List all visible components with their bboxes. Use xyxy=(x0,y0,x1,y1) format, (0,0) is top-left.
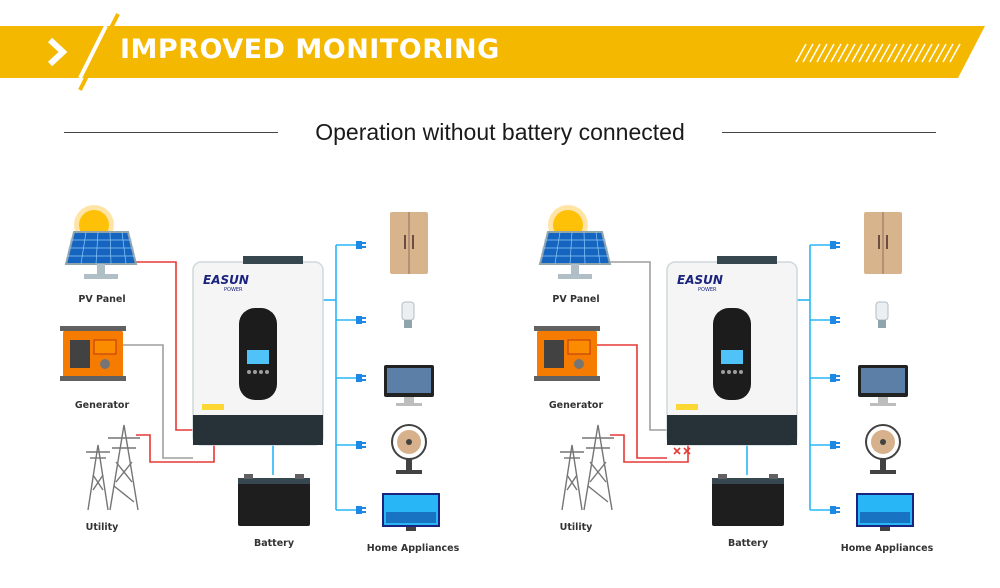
inverter-icon: EASUN POWER xyxy=(666,256,798,446)
fan-icon xyxy=(391,424,427,474)
plug-icon xyxy=(356,241,366,514)
battery-icon xyxy=(238,474,310,526)
inverter-icon: EASUN POWER xyxy=(192,256,324,446)
plug-icon xyxy=(830,241,840,514)
solar-panel-icon xyxy=(64,231,138,279)
brand-sub-logo: POWER xyxy=(698,287,717,293)
system-diagram: EASUN POWER xyxy=(534,205,914,531)
generator-icon xyxy=(534,326,600,381)
light-bulb-icon xyxy=(875,301,889,328)
banner-bar xyxy=(0,26,985,78)
solar-panel-icon xyxy=(538,231,612,279)
diagram-panel-right: EASUN POWER xyxy=(492,190,962,570)
battery-icon xyxy=(712,474,784,526)
tv-icon xyxy=(856,493,914,531)
banner-slash xyxy=(78,13,120,91)
brand-logo: EASUN xyxy=(203,273,249,287)
banner-title: IMPROVED MONITORING xyxy=(120,34,500,65)
banner-slash-inner xyxy=(78,25,108,79)
label-utility: Utility xyxy=(85,522,119,533)
label-battery: Battery xyxy=(253,538,295,549)
power-tower-icon xyxy=(86,424,140,511)
hatch-decoration xyxy=(795,43,961,63)
label-battery: Battery xyxy=(727,538,769,549)
diagram-panel-left: EASUN POWER xyxy=(18,190,488,570)
header-banner: IMPROVED MONITORING xyxy=(0,0,1000,92)
label-utility: Utility xyxy=(559,522,593,533)
rule-left xyxy=(64,132,278,133)
system-diagram: EASUN POWER xyxy=(60,205,440,531)
label-pv-panel: PV Panel xyxy=(552,294,600,305)
fridge-icon xyxy=(864,212,902,274)
light-bulb-icon xyxy=(401,301,415,328)
label-generator: Generator xyxy=(548,400,604,411)
rule-right xyxy=(722,132,936,133)
label-home-appliances: Home Appliances xyxy=(366,543,460,554)
banner-graphic xyxy=(0,13,985,91)
fridge-icon xyxy=(390,212,428,274)
brand-sub-logo: POWER xyxy=(224,287,243,293)
disconnect-x-icon xyxy=(673,447,691,455)
monitor-icon xyxy=(384,365,434,406)
generator-icon xyxy=(60,326,126,381)
fan-icon xyxy=(865,424,901,474)
label-pv-panel: PV Panel xyxy=(78,294,126,305)
monitor-icon xyxy=(858,365,908,406)
chevron-right-icon xyxy=(47,37,68,67)
tv-icon xyxy=(382,493,440,531)
brand-logo: EASUN xyxy=(677,273,723,287)
subtitle-row: Operation without battery connected xyxy=(0,118,1000,148)
subtitle: Operation without battery connected xyxy=(315,119,685,145)
label-home-appliances: Home Appliances xyxy=(840,543,934,554)
label-generator: Generator xyxy=(74,400,130,411)
power-tower-icon xyxy=(560,424,614,511)
